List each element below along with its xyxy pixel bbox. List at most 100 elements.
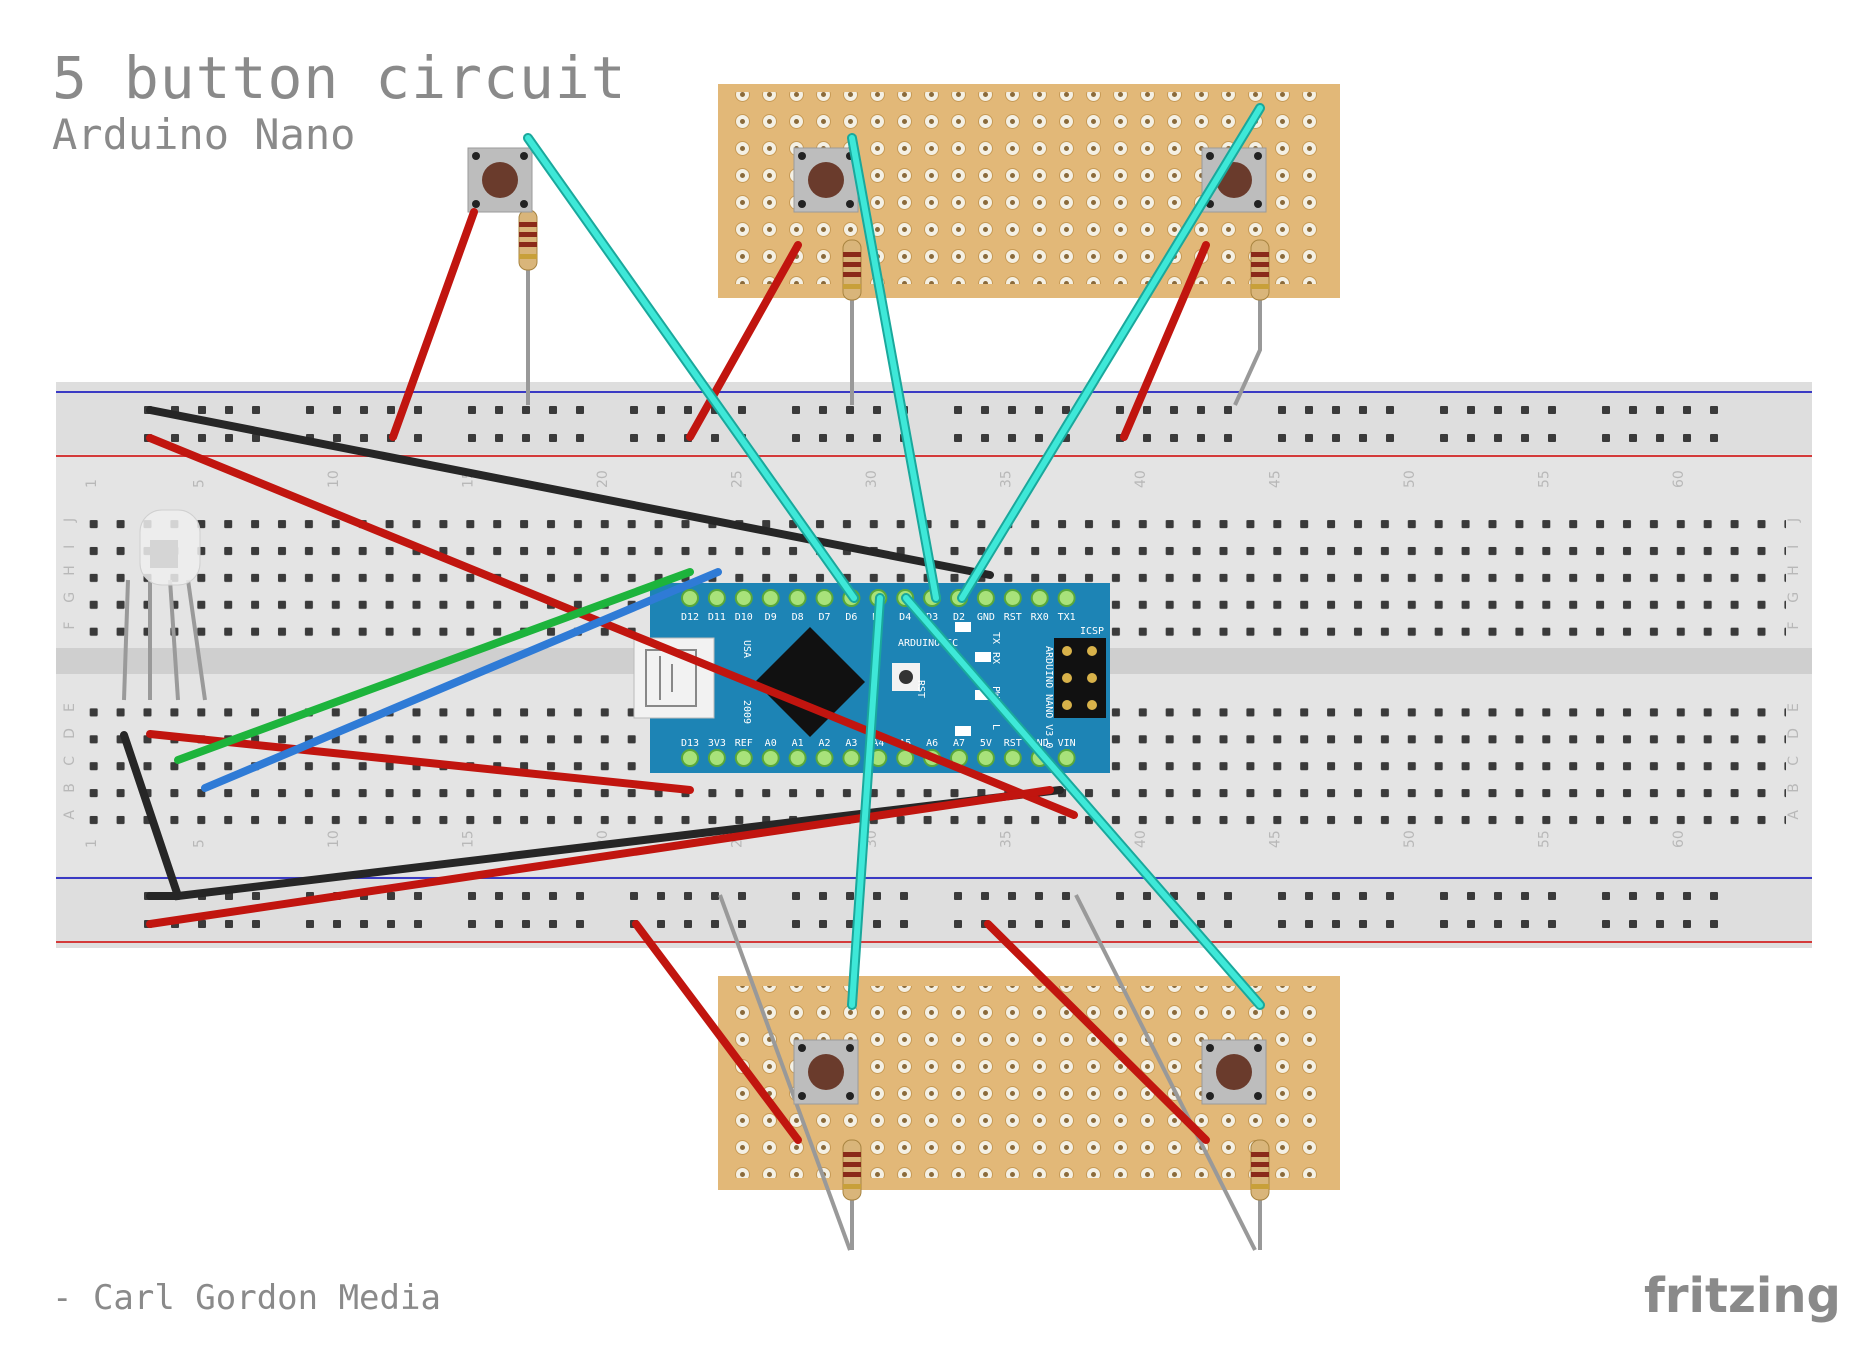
resistor (842, 1139, 862, 1201)
resistors (518, 209, 1270, 1201)
nano-bottom-pin-label: A1 (792, 738, 804, 749)
row-letter: D (1786, 728, 1802, 739)
row-letter: C (62, 756, 78, 766)
nano-bottom-pin (761, 749, 780, 767)
row-letter: H (1786, 565, 1802, 576)
nano-bottom-pin-label: RST (1004, 738, 1022, 749)
nano-top-pin-label: RX0 (1031, 612, 1049, 623)
nano-icsp-label: ICSP (1080, 626, 1104, 637)
nano-top-pin (681, 589, 699, 607)
row-letter: I (62, 545, 78, 549)
nano-bottom-pin (842, 749, 861, 767)
nano-top-pin-label: D3 (926, 612, 938, 623)
push-button (793, 1039, 859, 1105)
nano-bottom-pin (976, 749, 995, 767)
nano-bottom-pin (681, 749, 699, 767)
column-number: 60 (1671, 830, 1687, 848)
row-letter: B (62, 783, 78, 793)
nano-bottom-pin-label: GND (1031, 738, 1049, 749)
nano-top-pin-label: TX1 (1058, 612, 1076, 623)
nano-usa-label: USA (741, 640, 752, 658)
row-letter: F (62, 622, 78, 630)
nano-bottom-pin-label: A3 (845, 738, 857, 749)
page-title: 5 button circuit (52, 44, 627, 112)
nano-bottom-pin-label: A0 (765, 738, 777, 749)
nano-top-pin (1003, 589, 1022, 607)
nano-top-pin (761, 589, 780, 607)
nano-bottom-pin (707, 749, 726, 767)
column-number: 1 (84, 479, 100, 488)
column-number: 35 (999, 830, 1015, 848)
resistor (842, 239, 862, 301)
row-letter: I (1786, 545, 1802, 549)
row-letter: E (1786, 703, 1802, 712)
column-number: 5 (192, 479, 208, 488)
nano-top-pin-label: D6 (845, 612, 857, 623)
column-number: 55 (1537, 830, 1553, 848)
nano-top-pin-label: D10 (735, 612, 753, 623)
row-letter: C (1786, 756, 1802, 766)
row-letter: E (62, 703, 78, 712)
column-number: 35 (999, 470, 1015, 488)
nano-top-pin (1030, 589, 1049, 607)
column-number: 10 (326, 830, 342, 848)
nano-top-pin-label: D2 (953, 612, 965, 623)
nano-top-pin (788, 589, 807, 607)
nano-top-pin (815, 589, 834, 607)
nano-top-pin-label: RST (1004, 612, 1022, 623)
nano-top-pin-label: D9 (765, 612, 777, 623)
nano-top-pin-label: D7 (818, 612, 830, 623)
nano-bottom-pin-label: A6 (926, 738, 938, 749)
nano-top-pin-label: D4 (899, 612, 911, 623)
nano-bottom-pin-label: D13 (681, 738, 699, 749)
button-cap (808, 1054, 844, 1090)
nano-rst-label: RST (915, 680, 926, 698)
column-number: 55 (1537, 470, 1553, 488)
nano-bottom-pin-label: A7 (953, 738, 965, 749)
nano-bottom-pin (1003, 749, 1022, 767)
row-letter: G (62, 592, 78, 603)
nano-bottom-pin (788, 749, 807, 767)
nano-year-label: 2009 (741, 700, 752, 724)
push-button (793, 147, 859, 213)
column-number: 1 (84, 839, 100, 848)
column-number: 10 (326, 470, 342, 488)
column-number: 45 (1268, 830, 1284, 848)
nano-pin-headers (681, 589, 1076, 767)
nano-top-pin-label: D11 (708, 612, 726, 623)
page-subtitle: Arduino Nano (52, 110, 356, 159)
column-number: 45 (1268, 470, 1284, 488)
row-letter: A (1786, 810, 1802, 820)
row-letter: F (1786, 622, 1802, 630)
row-letter: J (62, 518, 78, 523)
push-button (1201, 1039, 1267, 1105)
nano-bottom-pin-label: REF (735, 738, 753, 749)
nano-top-pin-label: D8 (792, 612, 804, 623)
nano-brand-label: ARDUINO.CC (898, 638, 958, 649)
column-number: 15 (461, 830, 477, 848)
row-letter: A (62, 810, 78, 820)
nano-bottom-pin-label: A4 (872, 738, 884, 749)
nano-led-rx: RX (990, 652, 1001, 664)
column-number: 50 (1402, 830, 1418, 848)
nano-top-pin (707, 589, 726, 607)
nano-bottom-pin-label: VIN (1058, 738, 1076, 749)
icsp-header (1054, 638, 1106, 718)
nano-top-pin (1057, 589, 1076, 607)
nano-top-pin (734, 589, 753, 607)
row-letter: G (1786, 592, 1802, 603)
column-number: 5 (192, 839, 208, 848)
wires (120, 103, 1265, 1144)
nano-bottom-pin (1057, 749, 1076, 767)
resistor (1250, 239, 1270, 301)
nano-bottom-pin (734, 749, 753, 767)
row-letter: H (62, 565, 78, 576)
nano-bottom-pin-label: 5V (980, 738, 992, 749)
column-number: 60 (1671, 470, 1687, 488)
nano-top-pin-label: GND (977, 612, 995, 623)
column-number: 30 (864, 470, 880, 488)
